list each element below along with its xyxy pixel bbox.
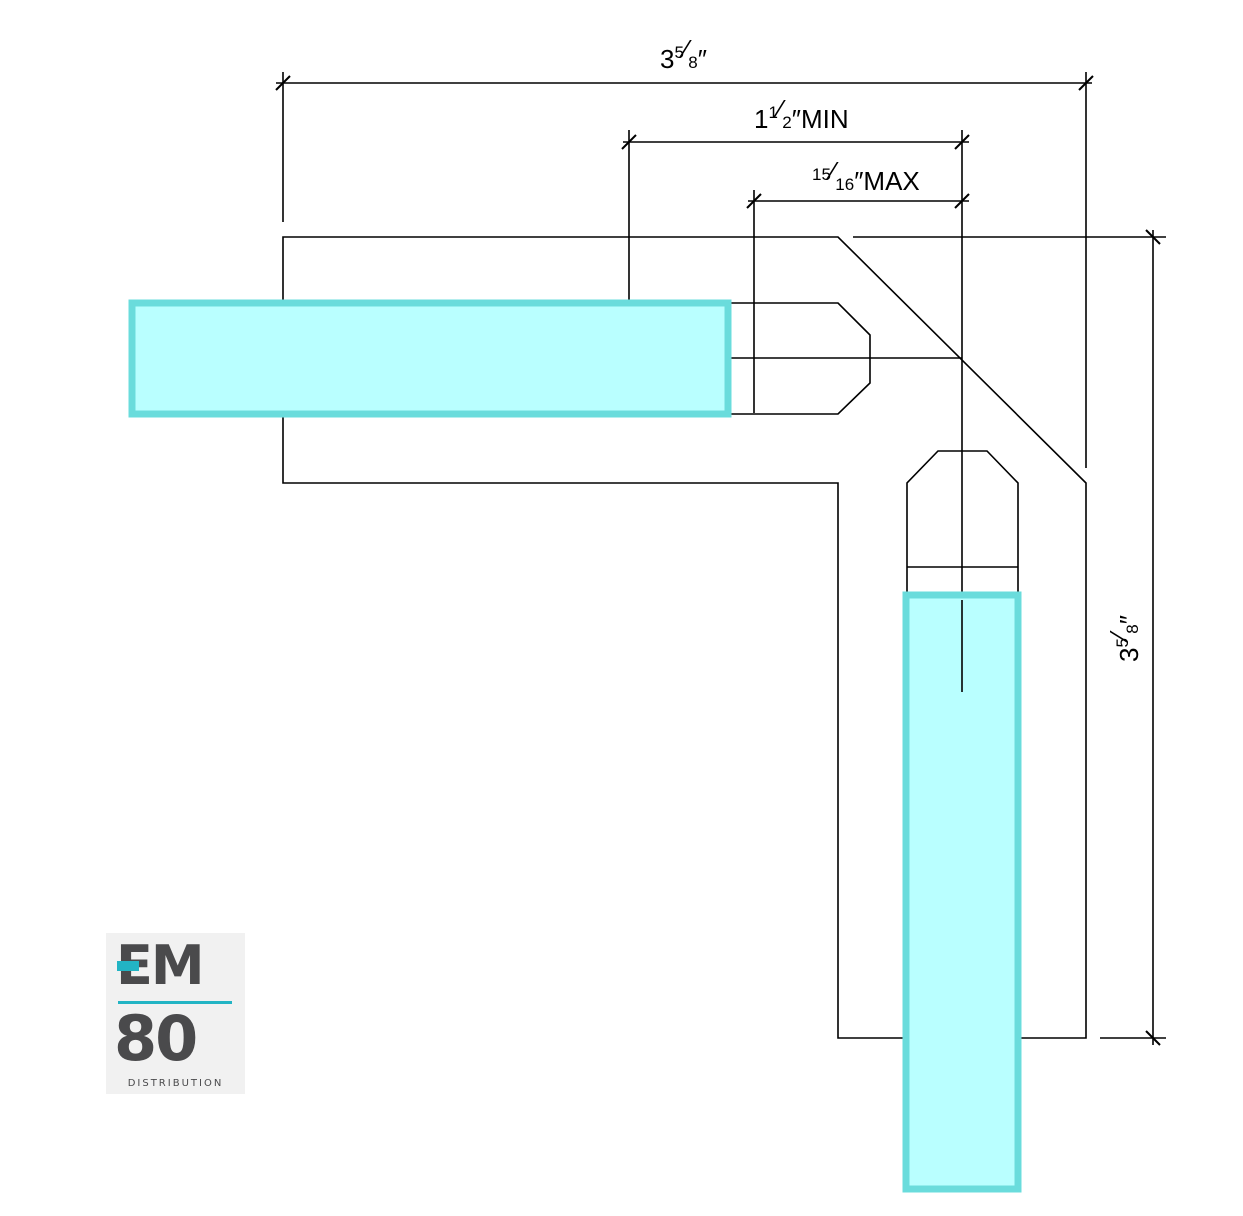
logo-accent-mark (117, 961, 139, 971)
overall-height-dimension: 35⁄8″ (853, 229, 1166, 1046)
logo-divider (118, 1001, 232, 1004)
logo-tagline: DISTRIBUTION (127, 1078, 224, 1089)
slot-max-dimension: 15⁄16″MAX (746, 156, 970, 413)
overall-width-dimension: 35⁄8″ (275, 34, 1094, 468)
horizontal-glass-panel (128, 299, 732, 418)
overall-width-label: 35⁄8″ (660, 34, 707, 74)
slot-max-label: 15⁄16″MAX (812, 156, 920, 196)
vertical-glass-panel (902, 591, 1022, 1193)
overall-height-label: 35⁄8″ (1104, 615, 1144, 662)
logo-80-text: 80 (114, 1002, 198, 1075)
em80-logo: EM 80 DISTRIBUTION (106, 933, 245, 1094)
horizontal-glass-slot (730, 302, 871, 415)
bite-min-label: 11⁄2″MIN (754, 94, 849, 134)
